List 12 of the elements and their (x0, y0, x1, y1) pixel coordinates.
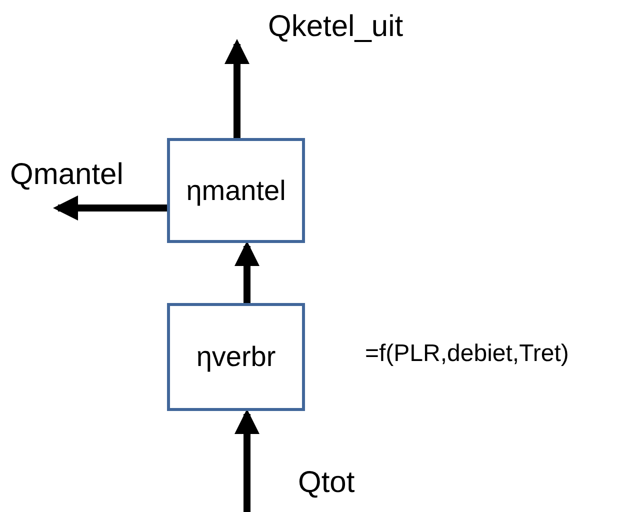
formula-text: =f(PLR,debiet,Tret) (365, 340, 569, 368)
arrow (234, 408, 260, 512)
node-label: ηverbr (196, 341, 276, 373)
arrow (224, 38, 250, 138)
process-box (167, 138, 305, 243)
edge-label: Qmantel (10, 158, 124, 192)
arrow (234, 240, 260, 303)
edge-label: Qtot (298, 466, 355, 500)
edge-label: Qketel_uit (268, 10, 404, 44)
node-label: ηmantel (186, 174, 286, 206)
process-box (167, 303, 305, 411)
arrow (52, 195, 167, 221)
